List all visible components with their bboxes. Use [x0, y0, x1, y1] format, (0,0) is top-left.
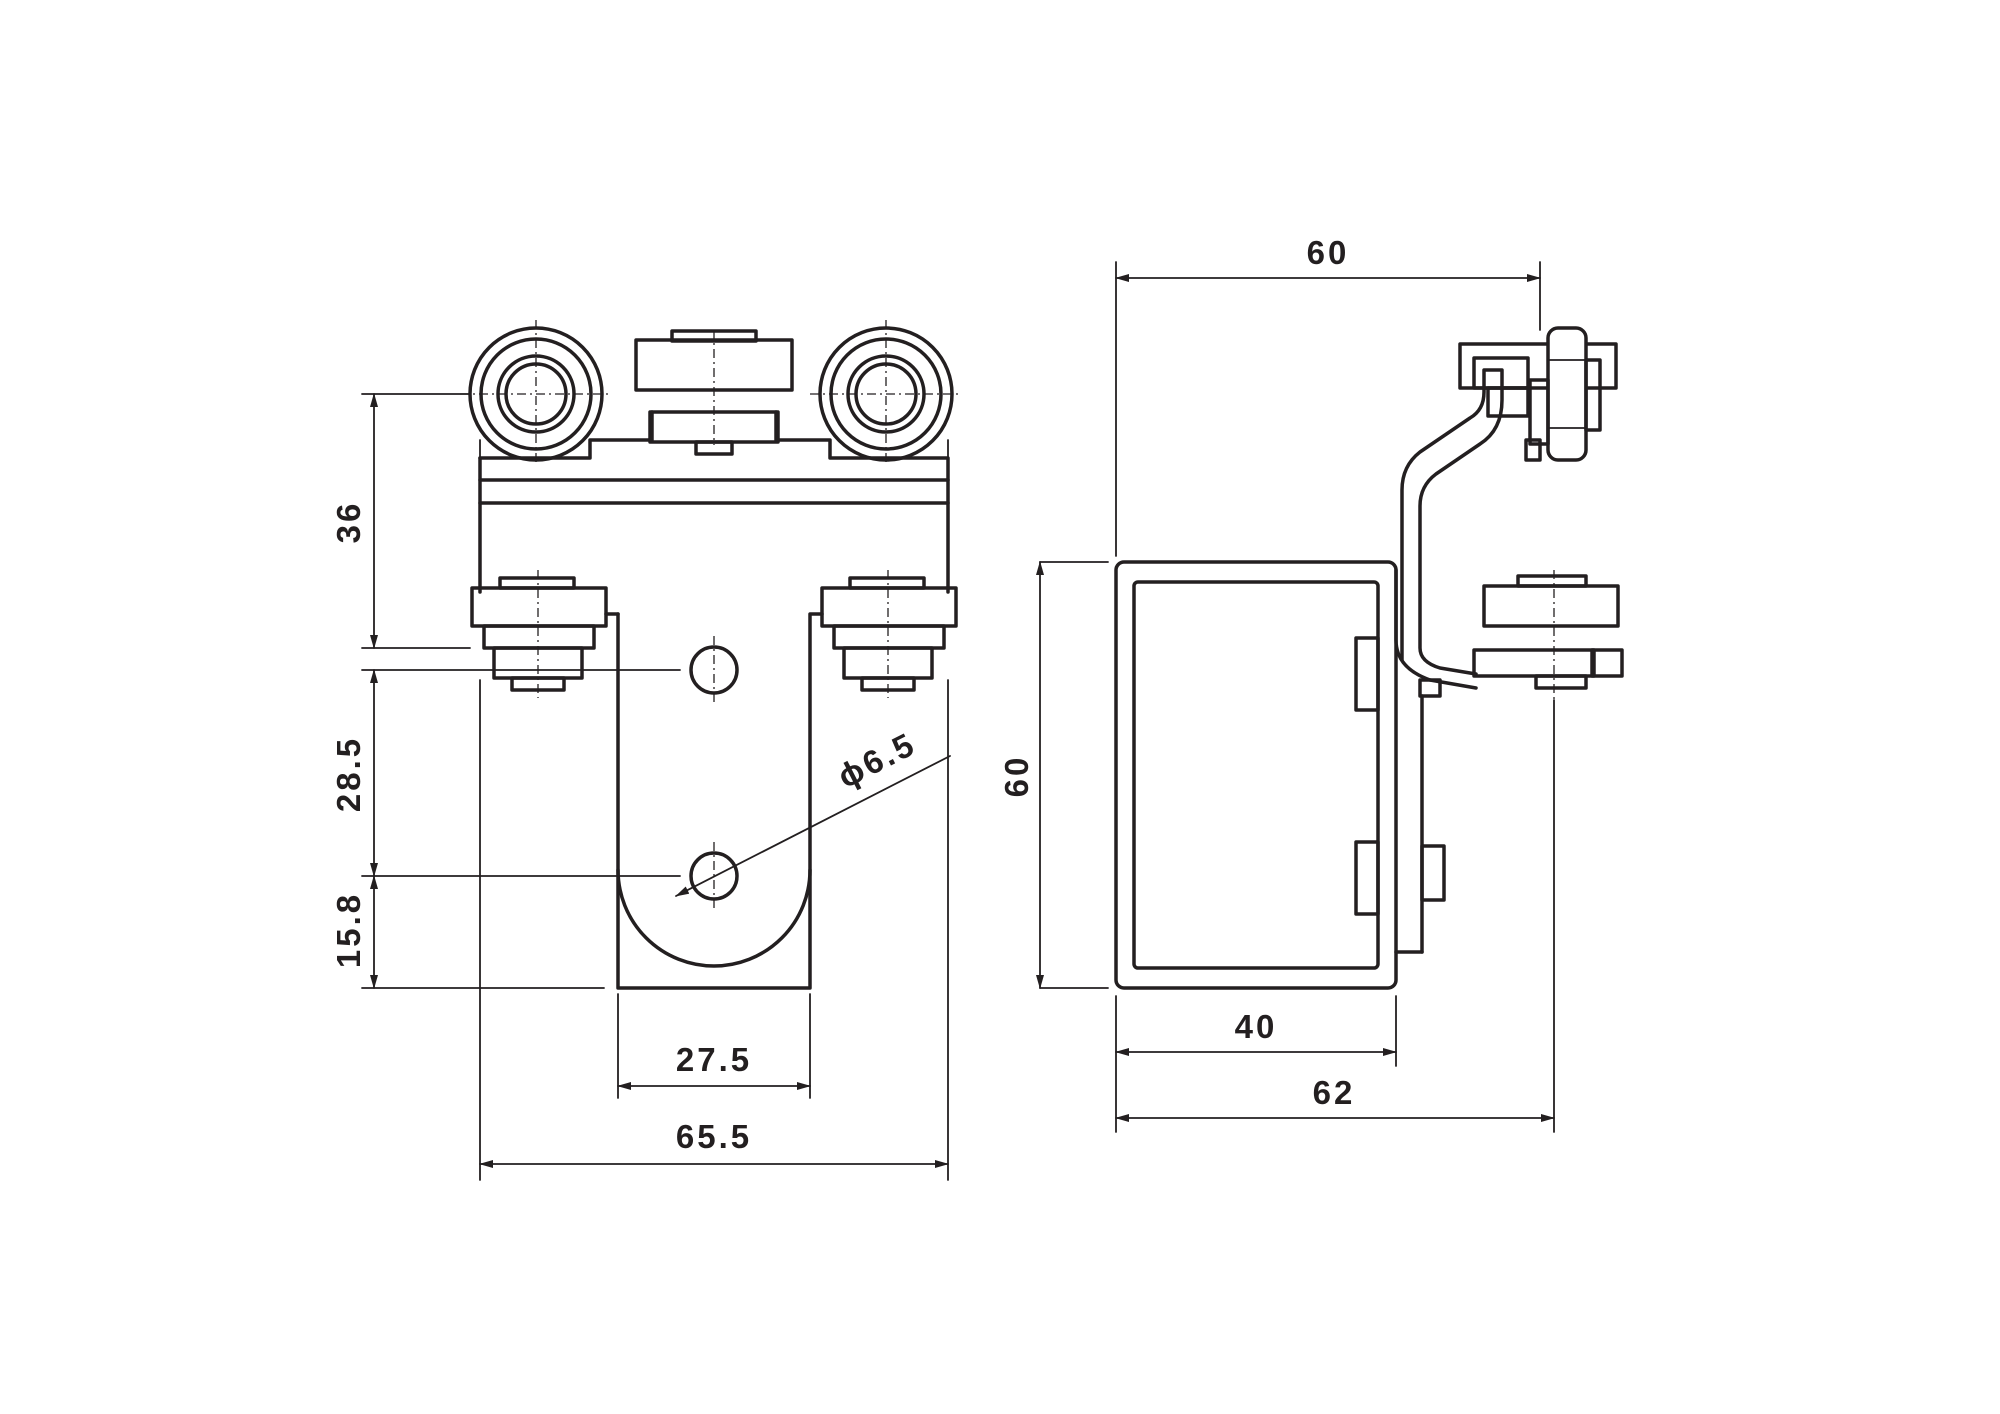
dim-side-40: 40: [1235, 1008, 1278, 1045]
dim-36: 36: [330, 501, 367, 544]
hanging-bracket: [604, 612, 824, 990]
front-view: 36 28.5 15.8 ϕ6.5 27.5 65.5: [330, 320, 962, 1181]
dim-side-60-height: 60: [998, 755, 1035, 798]
top-left-wheel: [460, 320, 612, 466]
side-top-roller: [1458, 326, 1618, 462]
hanger-arm: [1394, 368, 1504, 954]
carriage-body: [478, 410, 950, 594]
right-guide-roller: [820, 570, 958, 698]
dim-15-8: 15.8: [330, 892, 367, 968]
top-right-wheel: [810, 320, 962, 466]
dim-side-60-top: 60: [1307, 234, 1350, 271]
side-view: 60 60 40 62: [998, 234, 1624, 1133]
track-profile: [1114, 560, 1398, 990]
side-lower-roller: [1472, 570, 1624, 700]
left-guide-roller: [470, 570, 608, 698]
dim-side-62: 62: [1313, 1074, 1356, 1111]
dim-hole-diameter: ϕ6.5: [832, 725, 922, 795]
dim-27-5: 27.5: [676, 1041, 752, 1078]
top-center-guide-roller: [634, 329, 794, 456]
dim-65-5: 65.5: [676, 1118, 752, 1155]
dim-28-5: 28.5: [330, 736, 367, 812]
